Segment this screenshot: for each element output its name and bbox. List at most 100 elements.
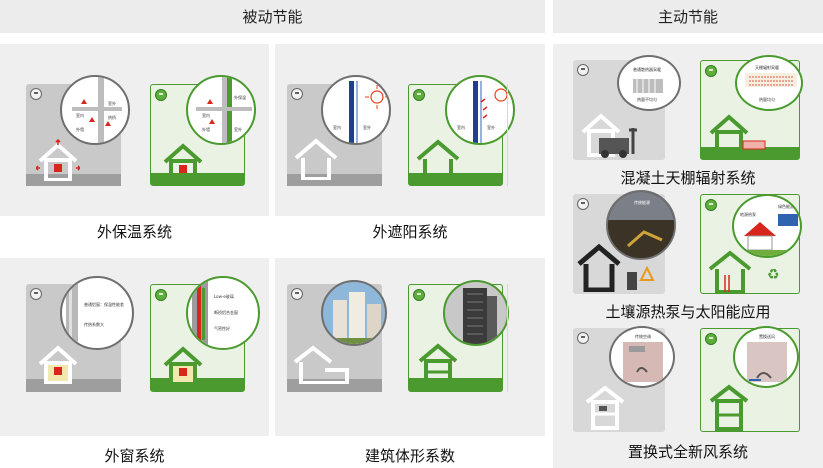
house-outline-icon — [294, 138, 338, 180]
house-window-green-icon — [163, 346, 203, 385]
happy-face-icon — [155, 89, 167, 101]
solar-panel-house-icon — [734, 214, 800, 256]
detail-label: 室外 — [234, 127, 242, 132]
detail-label: 热量均匀 — [759, 97, 775, 102]
detail-label: 室内 — [76, 113, 84, 118]
compact-tower-icon — [463, 288, 497, 344]
happy-face-icon — [705, 65, 717, 77]
passive-header-title: 被动节能 — [242, 8, 303, 26]
happy-face-icon — [155, 289, 167, 301]
passive-header: 被动节能 — [0, 0, 545, 33]
panel-building-shape — [275, 258, 545, 436]
house-ceiling-radiant-icon — [709, 114, 766, 153]
sad-face-icon — [30, 288, 42, 300]
window-sun-icon — [349, 81, 389, 143]
detail-label: 绿色能源 — [778, 204, 794, 209]
detail-label: 传热系数大 — [84, 322, 104, 327]
house-ac-icon — [585, 385, 625, 430]
window-detail-good: Low-e玻璃 断桥铝合金窗 气密性好 — [186, 276, 260, 350]
green-energy-detail: 绿色能源 地源热泵 — [732, 194, 802, 258]
house-window-icon — [38, 345, 78, 384]
system-label: 外保温系统 — [96, 222, 172, 241]
panel-external-insulation: 室外 室内 外墙 热桥 外保温 室内 外墙 室外 — [0, 44, 269, 216]
room-ac-icon — [623, 342, 663, 382]
sad-face-icon — [291, 288, 303, 300]
system-label: 土壤源热泵与太阳能应用 — [605, 302, 771, 321]
detail-label: 传统能源 — [634, 200, 650, 205]
broken-bridge-window-icon — [192, 278, 208, 348]
system-label: 建筑体形系数 — [364, 446, 455, 465]
sad-face-icon — [577, 64, 589, 76]
fossil-energy-photo: 传统能源 — [606, 190, 676, 260]
ceiling-detail-good: 天棚辐射采暖 热量均匀 — [735, 55, 803, 111]
complex-house-icon — [293, 345, 349, 384]
detail-label: 室内 — [202, 113, 210, 118]
sad-face-icon — [30, 88, 42, 100]
radiator-icon — [633, 79, 663, 93]
house-fossil-icon — [577, 243, 655, 292]
shading-detail-good: 室内 室外 — [445, 75, 515, 145]
panel-external-window: 普通铝窗：保温性能差 传热系数大 Low-e玻璃 断桥铝合金窗 气密性好 — [0, 258, 269, 436]
house-outline-green-icon — [416, 139, 460, 181]
fresh-air-room-icon — [747, 342, 787, 382]
panel-external-shading: 室内 室外 室内 室外 — [275, 44, 545, 216]
system-label: 置换式全新风系统 — [627, 442, 748, 461]
active-header: 主动节能 — [553, 0, 823, 33]
label-ground-source-solar: 土壤源热泵与太阳能应用 — [553, 298, 823, 324]
house-boiler-icon — [581, 113, 637, 158]
happy-face-icon — [705, 333, 717, 345]
label-ceiling-radiant: 混凝土天棚辐射系统 — [553, 164, 823, 190]
ceiling-pipes-icon — [745, 73, 797, 87]
happy-face-icon — [413, 289, 425, 301]
detail-label: 热桥 — [108, 115, 116, 120]
sad-face-icon — [577, 332, 589, 344]
detail-label: 外墙 — [202, 127, 210, 132]
detail-label: 热量不均匀 — [637, 97, 657, 102]
shaded-window-icon — [473, 81, 508, 143]
detail-label: 断桥铝合金窗 — [214, 310, 238, 315]
detail-label: 室外 — [487, 125, 495, 130]
detail-label: 室外 — [108, 101, 116, 106]
detail-label: 普通铝窗：保温性能差 — [84, 302, 124, 307]
house-insulated-icon — [163, 143, 203, 182]
detail-label: 普通散热器采暖 — [633, 67, 661, 72]
recycle-icon: ♻ — [767, 267, 780, 283]
window-detail-bad: 普通铝窗：保温性能差 传热系数大 — [60, 276, 134, 350]
compact-house-icon — [418, 343, 458, 385]
happy-face-icon — [705, 199, 717, 211]
house-heat-loss-icon — [36, 139, 80, 181]
detail-label: 外保温 — [234, 95, 246, 100]
system-label: 外窗系统 — [104, 446, 165, 465]
shading-detail-bad: 室内 室外 — [321, 75, 391, 145]
detail-label: Low-e玻璃 — [214, 294, 234, 299]
label-building-shape: 建筑体形系数 — [275, 442, 545, 468]
label-external-shading: 外遮阳系统 — [275, 218, 545, 244]
detail-label: 室外 — [363, 125, 371, 130]
building-photo-bad — [321, 280, 387, 346]
detail-label: 气密性好 — [214, 326, 230, 331]
detail-label: 置换送风 — [759, 334, 775, 339]
building-photo-good — [443, 280, 509, 346]
detail-label: 传统空调 — [635, 334, 651, 339]
detail-label: 室内 — [333, 125, 341, 130]
detail-label: 天棚辐射采暖 — [755, 65, 779, 70]
detail-label: 室内 — [457, 125, 465, 130]
house-green-energy-icon — [708, 250, 752, 293]
label-displacement-ventilation: 置换式全新风系统 — [553, 438, 823, 464]
system-label: 混凝土天棚辐射系统 — [620, 168, 756, 187]
sad-face-icon — [577, 198, 589, 210]
system-label: 外遮阳系统 — [372, 222, 448, 241]
label-external-window: 外窗系统 — [0, 442, 269, 468]
insulation-detail-bad: 室外 室内 外墙 热桥 — [60, 75, 130, 145]
wall-section-icon — [72, 77, 122, 143]
radiator-detail-bad: 普通散热器采暖 热量不均匀 — [617, 55, 681, 111]
happy-face-icon — [413, 89, 425, 101]
detail-label: 地源热泵 — [740, 212, 756, 217]
insulated-wall-icon — [196, 77, 252, 143]
house-displacement-ventilation-icon — [709, 384, 749, 431]
sad-face-icon — [291, 88, 303, 100]
active-header-title: 主动节能 — [657, 8, 718, 26]
window-profile-icon — [66, 278, 78, 348]
insulation-detail-good: 外保温 室内 外墙 室外 — [186, 75, 256, 145]
ac-detail-bad: 传统空调 — [609, 326, 675, 388]
